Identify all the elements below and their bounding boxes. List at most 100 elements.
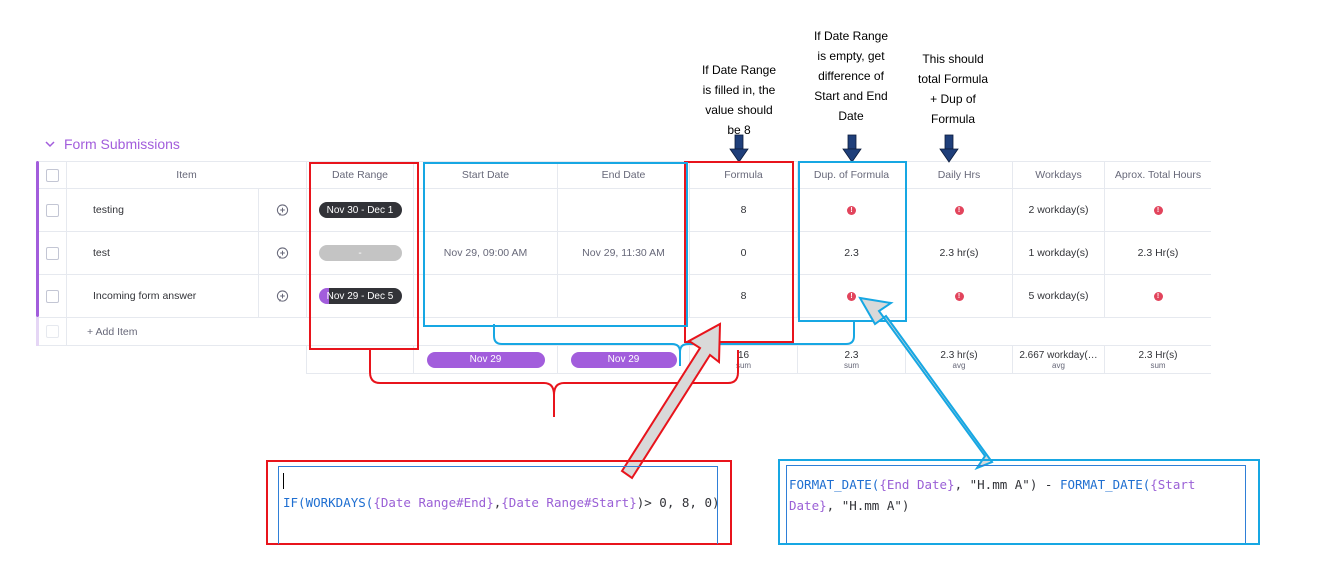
group-color-bar-light: [36, 317, 39, 346]
add-update-cell[interactable]: [259, 232, 307, 275]
code-editor[interactable]: FORMAT_DATE({End Date}, "H.mm A") - FORM…: [786, 465, 1246, 543]
row-select-cell[interactable]: [39, 232, 67, 275]
start-date-cell[interactable]: [414, 275, 558, 318]
date-range-pill[interactable]: Nov 29 - Dec 5: [318, 288, 402, 304]
summary-value: 2.3: [844, 349, 859, 361]
note-line: Date: [838, 109, 864, 123]
note-line: total Formula: [917, 72, 989, 86]
date-range-pill[interactable]: Nov 30 - Dec 1: [318, 202, 402, 218]
workdays-cell: 5 workday(s): [1013, 275, 1105, 318]
formula-cell: 8: [690, 189, 798, 232]
row-checkbox[interactable]: [46, 203, 59, 217]
code-editor[interactable]: IF(WORKDAYS({Date Range#End},{Date Range…: [278, 466, 720, 544]
note-line: value should: [705, 103, 773, 117]
summary-date-range: [306, 346, 414, 374]
error-icon[interactable]: !: [847, 205, 856, 215]
add-update-icon[interactable]: [276, 289, 289, 303]
blue-brace: [493, 322, 855, 366]
note-line: is filled in, the: [702, 83, 776, 97]
note-line: be 8: [727, 123, 751, 137]
summary-value: 2.667 workday(…: [1019, 349, 1098, 361]
formula-text[interactable]: FORMAT_DATE({End Date}, "H.mm A") - FORM…: [789, 474, 1195, 516]
summary-label: avg: [952, 360, 966, 370]
error-icon[interactable]: !: [954, 291, 964, 301]
chevron-down-icon[interactable]: [44, 138, 56, 150]
red-brace: [369, 350, 739, 417]
item-name[interactable]: test: [67, 232, 259, 275]
daily-hrs-cell: 2.3 hr(s): [906, 232, 1013, 275]
code-token: )> 0, 8, 0): [636, 495, 720, 510]
summary-label: sum: [843, 360, 860, 370]
error-icon[interactable]: !: [1153, 291, 1163, 301]
note-daily: This should total Formula + Dup of Formu…: [904, 49, 1002, 129]
end-date-cell[interactable]: Nov 29, 11:30 AM: [558, 232, 690, 275]
code-token: {End Date}: [879, 477, 955, 492]
blue-highlight-dup: [798, 161, 907, 322]
total-hours-cell: !: [1105, 275, 1211, 318]
note-dup: If Date Range is empty, get difference o…: [796, 26, 906, 126]
select-all-cell[interactable]: [39, 161, 67, 189]
column-header-total-hours[interactable]: Aprox. Total Hours: [1105, 161, 1211, 189]
column-header-start-date[interactable]: Start Date: [414, 161, 558, 189]
summary-daily: 2.3 hr(s)avg: [906, 346, 1013, 374]
formula-code-box-right: FORMAT_DATE({End Date}, "H.mm A") - FORM…: [778, 459, 1260, 545]
add-update-cell[interactable]: [259, 189, 307, 232]
error-icon[interactable]: !: [847, 291, 856, 301]
summary-workdays: 2.667 workday(…avg: [1013, 346, 1105, 374]
add-update-icon[interactable]: [276, 203, 289, 217]
summary-total: 2.3 Hr(s)sum: [1105, 346, 1211, 374]
note-line: Start and End: [814, 89, 888, 103]
end-date-cell[interactable]: [558, 189, 690, 232]
column-header-daily-hrs[interactable]: Daily Hrs: [906, 161, 1013, 189]
note-line: If Date Range: [701, 63, 777, 77]
add-item-button[interactable]: + Add Item: [67, 318, 1211, 346]
error-icon[interactable]: !: [1153, 205, 1163, 215]
daily-hrs-cell: !: [906, 189, 1013, 232]
row-checkbox[interactable]: [46, 289, 59, 303]
summary-end-pill: Nov 29: [570, 351, 677, 368]
summary-label: avg: [1052, 360, 1065, 370]
blue-arrow-icon: [858, 296, 994, 471]
note-line: If Date Range: [813, 29, 889, 43]
start-date-cell[interactable]: Nov 29, 09:00 AM: [414, 232, 558, 275]
column-header-item[interactable]: Item: [67, 161, 307, 189]
code-line: FORMAT_DATE({End Date}, "H.mm A") - FORM…: [789, 474, 1195, 495]
add-update-icon[interactable]: [276, 246, 289, 260]
column-header-workdays[interactable]: Workdays: [1013, 161, 1105, 189]
error-icon[interactable]: !: [954, 205, 964, 215]
group-header[interactable]: Form Submissions: [44, 136, 180, 152]
select-all-checkbox[interactable]: [46, 168, 59, 182]
start-date-cell[interactable]: [414, 189, 558, 232]
red-highlight-date-range: [309, 162, 419, 350]
summary-value: 2.3 hr(s): [940, 349, 978, 361]
item-name[interactable]: Incoming form answer: [67, 275, 259, 318]
date-range-cell[interactable]: -: [307, 232, 414, 275]
date-range-cell[interactable]: Nov 29 - Dec 5: [307, 275, 414, 318]
code-token: IF(: [283, 495, 306, 510]
date-range-cell[interactable]: Nov 30 - Dec 1: [307, 189, 414, 232]
group-color-bar: [36, 161, 39, 317]
add-item-select-cell: [39, 318, 67, 346]
row-checkbox[interactable]: [46, 246, 59, 260]
text-cursor: [283, 473, 284, 489]
blue-highlight-dates: [423, 162, 688, 327]
column-header-end-date[interactable]: End Date: [558, 161, 690, 189]
formula-text[interactable]: IF(WORKDAYS({Date Range#End},{Date Range…: [283, 495, 720, 510]
date-range-empty-pill[interactable]: -: [318, 245, 402, 261]
column-header-date-range[interactable]: Date Range: [307, 161, 414, 189]
row-select-cell[interactable]: [39, 275, 67, 318]
down-arrow-icon: [939, 134, 959, 163]
down-arrow-icon: [842, 134, 862, 163]
row-select-cell[interactable]: [39, 189, 67, 232]
item-name[interactable]: testing: [67, 189, 259, 232]
end-date-cell[interactable]: [558, 275, 690, 318]
group-title: Form Submissions: [64, 136, 180, 152]
red-highlight-formula: [684, 161, 794, 343]
code-token: WORKDAYS(: [305, 495, 374, 510]
summary-value: 2.3 Hr(s): [1138, 349, 1178, 361]
daily-hrs-cell: !: [906, 275, 1013, 318]
code-token: {Start: [1150, 477, 1196, 492]
add-update-cell[interactable]: [259, 275, 307, 318]
total-hours-cell: 2.3 Hr(s): [1105, 232, 1211, 275]
